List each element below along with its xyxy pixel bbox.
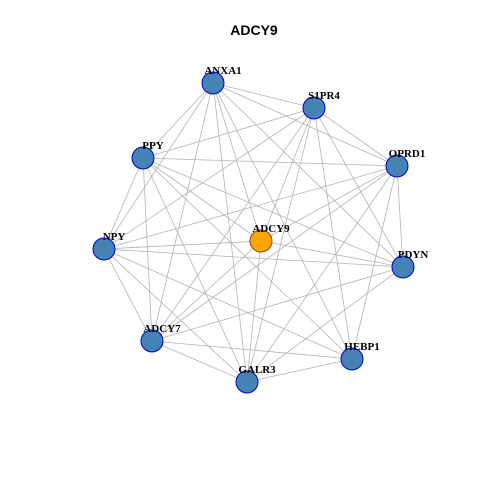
node-circle-hebp1 [340,347,364,371]
edge-s1pr4-ppy [142,107,315,159]
edge-npy-ppy [103,157,144,250]
node-label-s1pr4: S1PR4 [308,90,340,102]
node-circle-npy [92,237,116,261]
edge-hebp1-ppy [142,157,353,360]
node-circle-adcy7 [140,329,164,353]
node-s1pr4: S1PR4 [302,90,340,120]
edge-anxa1-s1pr4 [212,82,315,109]
node-label-galr3: GALR3 [238,364,276,376]
node-circle-oprd1 [385,154,409,178]
edge-s1pr4-npy [103,107,315,250]
node-circle-anxa1 [201,71,225,95]
node-label-pdyn: PDYN [398,249,429,261]
edge-s1pr4-adcy7 [151,107,315,342]
edge-pdyn-adcy7 [151,266,404,342]
node-label-oprd1: OPRD1 [389,148,426,160]
node-label-ppy: PPY [142,140,163,152]
node-adcy9: ADCY9 [249,223,290,253]
edge-anxa1-adcy9 [212,82,262,242]
edge-s1pr4-adcy9 [260,107,315,242]
edge-s1pr4-galr3 [246,107,315,383]
edge-oprd1-galr3 [246,165,398,383]
edge-pdyn-adcy9 [260,240,404,268]
node-label-adcy9: ADCY9 [252,223,290,235]
edge-pdyn-ppy [142,157,404,268]
node-adcy7: ADCY7 [140,323,181,353]
node-pdyn: PDYN [391,249,429,279]
node-circle-s1pr4 [302,96,326,120]
edge-anxa1-galr3 [212,82,248,383]
edge-anxa1-pdyn [212,82,404,268]
edge-adcy7-adcy9 [151,240,262,342]
edge-ppy-adcy9 [142,157,262,242]
edge-anxa1-oprd1 [212,82,398,167]
edge-adcy7-npy [103,248,153,342]
edge-anxa1-adcy7 [151,82,214,342]
node-label-hebp1: HEBP1 [344,341,379,353]
edge-hebp1-adcy7 [151,340,353,360]
edge-oprd1-npy [103,165,398,250]
edge-galr3-npy [103,248,248,383]
edge-oprd1-ppy [142,157,398,167]
node-circle-pdyn [391,255,415,279]
edge-anxa1-ppy [142,82,214,159]
node-circle-adcy9 [249,229,273,253]
edge-oprd1-pdyn [396,165,404,268]
node-galr3: GALR3 [235,364,276,394]
edge-pdyn-npy [103,248,404,268]
edge-adcy7-ppy [142,157,153,342]
node-hebp1: HEBP1 [340,341,380,371]
edge-npy-adcy9 [103,240,262,250]
edge-anxa1-npy [103,82,214,250]
node-label-npy: NPY [103,231,126,243]
edge-oprd1-adcy7 [151,165,398,342]
edge-pdyn-galr3 [246,266,404,383]
node-circle-galr3 [235,370,259,394]
edge-anxa1-hebp1 [212,82,353,360]
node-oprd1: OPRD1 [385,148,426,178]
node-anxa1: ANXA1 [201,65,242,95]
edge-s1pr4-hebp1 [313,107,353,360]
edge-s1pr4-oprd1 [313,107,398,167]
edge-layer [103,82,404,383]
edge-galr3-ppy [142,157,248,383]
edge-oprd1-adcy9 [260,165,398,242]
edge-hebp1-npy [103,248,353,360]
node-ppy: PPY [131,140,164,170]
diagram-title: ADCY9 [230,22,278,38]
node-label-anxa1: ANXA1 [204,65,241,77]
edge-oprd1-hebp1 [351,165,398,360]
node-npy: NPY [92,231,126,261]
edge-hebp1-galr3 [246,358,353,383]
edge-galr3-adcy7 [151,340,248,383]
node-label-adcy7: ADCY7 [143,323,181,335]
node-circle-ppy [131,146,155,170]
edge-galr3-adcy9 [246,240,262,383]
